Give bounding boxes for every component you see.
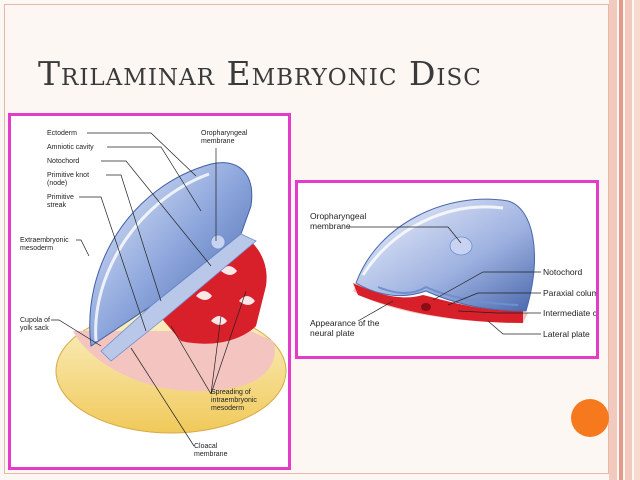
label-cupola-2: yolk sack [20,325,49,332]
label-paraxial-column: Paraxial column [543,288,596,298]
mesoderm-layer [353,283,523,323]
label-lateral-plate: Lateral plate [543,329,590,339]
label-notochord: Notochord [47,158,79,165]
neural-plate-illustration: Oropharyngeal membrane Notochord Paraxia… [310,198,596,339]
decorative-orange-dot [571,399,609,437]
label-oropharyngeal-membrane-2: membrane [310,221,351,231]
label-neural-plate: Appearance of the [310,318,380,328]
label-cloacal-2: membrane [194,451,228,458]
label-cupola: Cupola of [20,317,50,324]
label-intermediate-column: Intermediate column [543,308,596,318]
label-oropharyngeal-membrane: Oropharyngeal [310,211,366,221]
label-primitive-streak: Primitive [47,194,74,201]
label-primitive-knot-node: (node) [47,180,67,187]
label-ectoderm: Ectoderm [47,130,77,137]
slide-border-frame [4,4,609,474]
trilaminar-disc-illustration: Ectoderm Amniotic cavity Notochord Primi… [20,130,287,458]
label-neural-plate-2: neural plate [310,328,355,338]
label-amniotic-cavity: Amniotic cavity [47,144,94,151]
label-primitive-knot: Primitive knot [47,172,89,179]
label-cloacal: Cloacal [194,443,218,450]
label-primitive-streak-2: streak [47,202,67,209]
label-extraembryonic: Extraembryonic [20,237,69,244]
decorative-stripes [609,0,640,480]
label-extraembryonic-2: mesoderm [20,245,53,252]
label-spreading-2: intraembryonic [211,397,257,404]
amniotic-dome [89,162,253,347]
label-oropharyngeal: Oropharyngeal [201,130,248,137]
label-spreading: Spreading of [211,389,251,396]
ectoderm-floor [100,233,257,362]
label-notochord-right: Notochord [543,267,582,277]
label-oropharyngeal-2: membrane [201,138,235,145]
slide-title: Trilaminar Embryonic Disc [38,54,482,93]
right-figure-panel: Oropharyngeal membrane Notochord Paraxia… [295,180,599,359]
left-figure-panel: Ectoderm Amniotic cavity Notochord Primi… [8,113,291,470]
label-spreading-3: mesoderm [211,405,244,412]
